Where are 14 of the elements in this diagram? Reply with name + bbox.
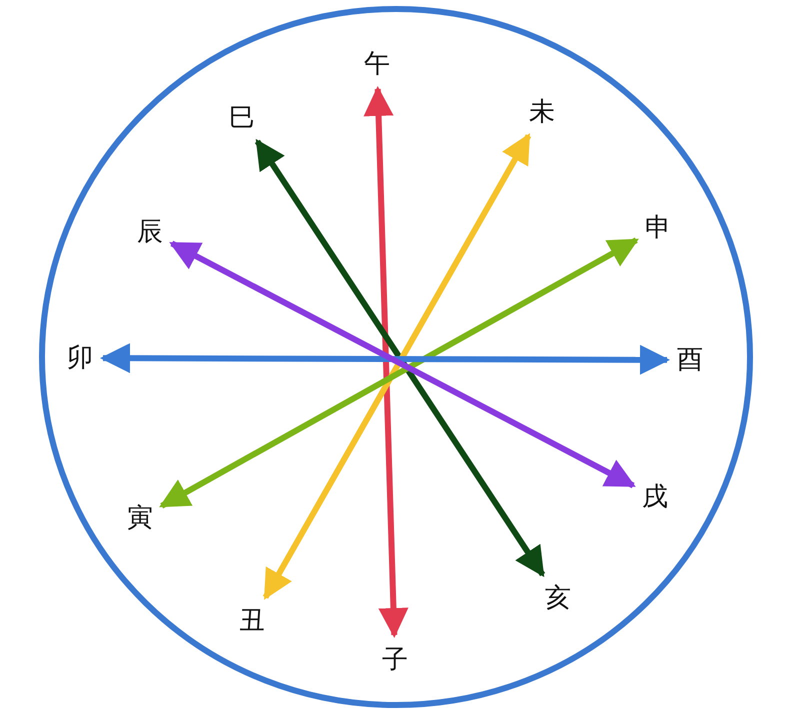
branch-label: 丑: [239, 606, 265, 636]
double-arrow: [364, 86, 408, 638]
branch-label: 戌: [642, 482, 668, 512]
branch-label: 午: [364, 49, 390, 79]
branch-label: 子: [382, 645, 408, 675]
branch-label: 未: [529, 97, 555, 127]
branch-label: 亥: [545, 583, 571, 613]
branch-label: 辰: [137, 217, 163, 247]
branch-label: 寅: [127, 503, 153, 533]
branch-label: 巳: [229, 103, 255, 133]
branch-label: 申: [645, 213, 671, 243]
double-arrow: [100, 343, 670, 375]
branch-label: 酉: [677, 345, 703, 375]
branch-label: 卯: [67, 343, 93, 373]
